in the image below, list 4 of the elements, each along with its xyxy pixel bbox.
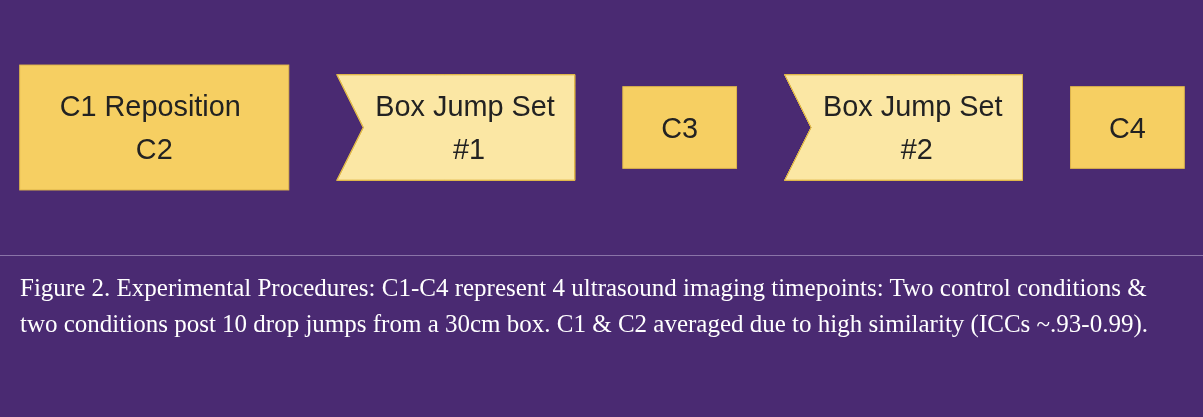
figure-caption: Figure 2. Experimental Procedures: C1-C4 represent 4 ultrasound imaging timepoints: Two control conditions & two conditions post 10 drop jumps from a 30cm box. C1 & C2 averaged due to high similarity (ICCs ~.93-0.99). — [19, 273, 1149, 340]
node-box: C1 Reposition C2 — [18, 64, 289, 191]
node-box: C4 — [1069, 86, 1185, 169]
node-box: C3 — [621, 86, 737, 169]
